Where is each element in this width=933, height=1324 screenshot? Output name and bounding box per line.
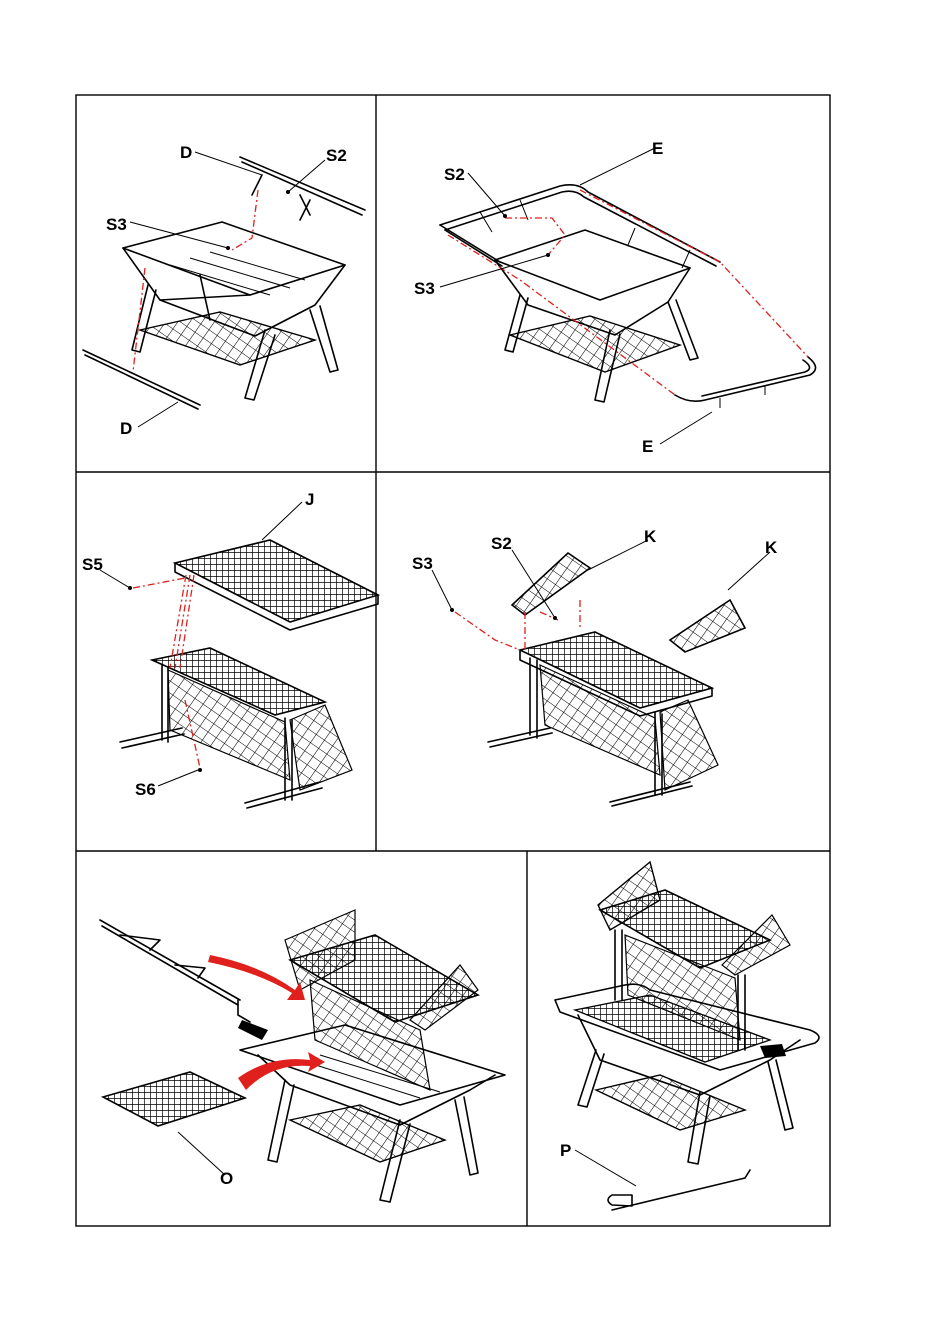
label-S3: S3 [414, 279, 435, 298]
label-S2: S2 [444, 165, 465, 184]
step3-illustration [100, 502, 378, 808]
label-S2: S2 [326, 146, 347, 165]
label-E-bottom: E [642, 437, 653, 456]
step5-illustration [100, 910, 505, 1202]
label-J: J [305, 490, 314, 509]
label-S2: S2 [491, 534, 512, 553]
label-S5: S5 [82, 555, 103, 574]
label-K-left: K [644, 527, 657, 546]
step1-illustration [83, 152, 365, 427]
label-S6: S6 [135, 780, 156, 799]
label-O: O [220, 1169, 233, 1188]
label-E-top: E [652, 139, 663, 158]
step2-illustration [440, 148, 816, 444]
label-D-top: D [180, 143, 192, 162]
label-P: P [560, 1141, 571, 1160]
step6-illustration [555, 862, 819, 1210]
label-D-bottom: D [120, 419, 132, 438]
label-S3: S3 [106, 215, 127, 234]
label-K-right: K [765, 538, 778, 557]
label-S3: S3 [412, 554, 433, 573]
step4-illustration [432, 540, 770, 806]
